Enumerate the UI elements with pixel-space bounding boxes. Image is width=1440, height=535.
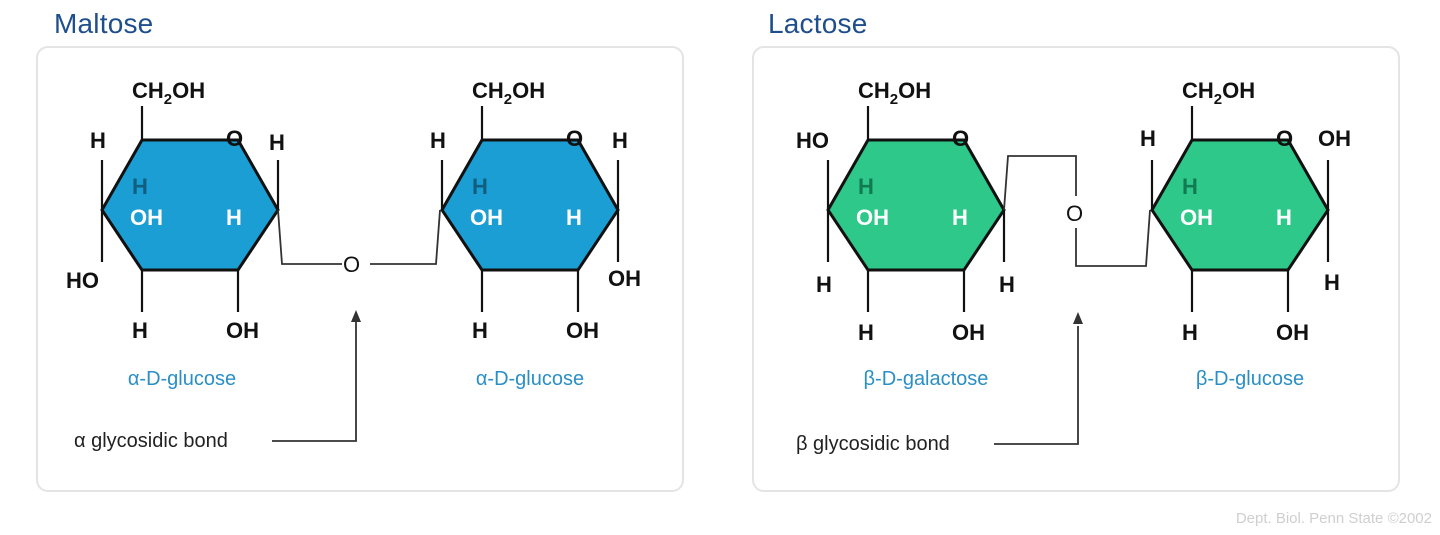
bond (1003, 155, 1077, 211)
lactose-right-sugar-label: β-D-glucose (1196, 368, 1304, 390)
h-atom: H (858, 320, 874, 345)
bond (370, 209, 441, 265)
oh-group: OH (1276, 320, 1309, 345)
ring-hexagon (100, 138, 280, 272)
h-atom: H (858, 174, 874, 199)
oh-group: OH (608, 266, 641, 291)
h-atom: H (90, 128, 106, 153)
glycosidic-oxygen: O (343, 252, 360, 277)
h-atom: H (1276, 205, 1292, 230)
oh-group: OH (856, 205, 889, 230)
ring-hexagon (826, 138, 1006, 272)
glycosidic-oxygen: O (1066, 201, 1083, 226)
lactose-right-ring: CH2OH O H OH H OH H H H OH (1140, 78, 1351, 345)
ho-group: HO (66, 268, 99, 293)
maltose-right-sugar-label: α-D-glucose (476, 368, 584, 390)
oh-group: OH (470, 205, 503, 230)
ch2oh-label: CH2OH (1182, 78, 1255, 108)
h-atom: H (612, 128, 628, 153)
h-atom: H (952, 205, 968, 230)
h-atom: H (1324, 270, 1340, 295)
maltose-structure: CH2OH O H H H OH H HO H OH O CH2 (66, 78, 641, 452)
h-atom: H (999, 272, 1015, 297)
h-atom: H (1182, 320, 1198, 345)
lactose-bond-callout: β glycosidic bond (796, 312, 1083, 455)
lactose-glycosidic-link: O (1003, 155, 1151, 267)
bond (277, 209, 342, 265)
maltose-bond-callout: α glycosidic bond (74, 310, 361, 452)
h-atom: H (132, 318, 148, 343)
ch2oh-label: CH2OH (858, 78, 931, 108)
lactose-left-sugar-label: β-D-galactose (864, 368, 989, 390)
oh-group: OH (130, 205, 163, 230)
oh-group: OH (1318, 126, 1351, 151)
bond (1075, 209, 1151, 267)
ring-oxygen: O (952, 126, 969, 151)
h-atom: H (566, 205, 582, 230)
lactose-structure: CH2OH O HO H OH H H H H OH O CH2 (796, 78, 1351, 455)
lactose-panel (752, 46, 1400, 492)
h-atom: H (1182, 174, 1198, 199)
oh-group: OH (1180, 205, 1213, 230)
ring-hexagon (440, 138, 620, 272)
maltose-left-ring: CH2OH O H H H OH H HO H OH (66, 78, 285, 343)
h-atom: H (226, 205, 242, 230)
lactose-title: Lactose (768, 8, 868, 39)
oh-group: OH (566, 318, 599, 343)
arrow-head-icon (1073, 312, 1083, 324)
maltose-bond-label: α glycosidic bond (74, 430, 228, 452)
arrow-head-icon (351, 310, 361, 322)
ring-oxygen: O (1276, 126, 1293, 151)
ho-group: HO (796, 128, 829, 153)
ch2oh-label: CH2OH (472, 78, 545, 108)
ring-hexagon (1150, 138, 1330, 272)
maltose-title: Maltose (54, 8, 154, 39)
credit-line: Dept. Biol. Penn State ©2002 (1235, 510, 1432, 527)
oh-group: OH (226, 318, 259, 343)
callout-line (994, 326, 1079, 445)
callout-line (272, 322, 357, 442)
h-atom: H (472, 174, 488, 199)
maltose-glycosidic-link: O (277, 209, 441, 277)
h-atom: H (1140, 126, 1156, 151)
h-atom: H (132, 174, 148, 199)
lactose-left-ring: CH2OH O HO H OH H H H H OH (796, 78, 1015, 345)
lactose-bond-label: β glycosidic bond (796, 433, 950, 455)
h-atom: H (269, 130, 285, 155)
maltose-right-ring: CH2OH O H H H OH H OH H OH (430, 78, 641, 343)
ring-oxygen: O (226, 126, 243, 151)
oh-group: OH (952, 320, 985, 345)
maltose-left-sugar-label: α-D-glucose (128, 368, 236, 390)
ch2oh-label: CH2OH (132, 78, 205, 108)
h-atom: H (430, 128, 446, 153)
ring-oxygen: O (566, 126, 583, 151)
h-atom: H (472, 318, 488, 343)
h-atom: H (816, 272, 832, 297)
